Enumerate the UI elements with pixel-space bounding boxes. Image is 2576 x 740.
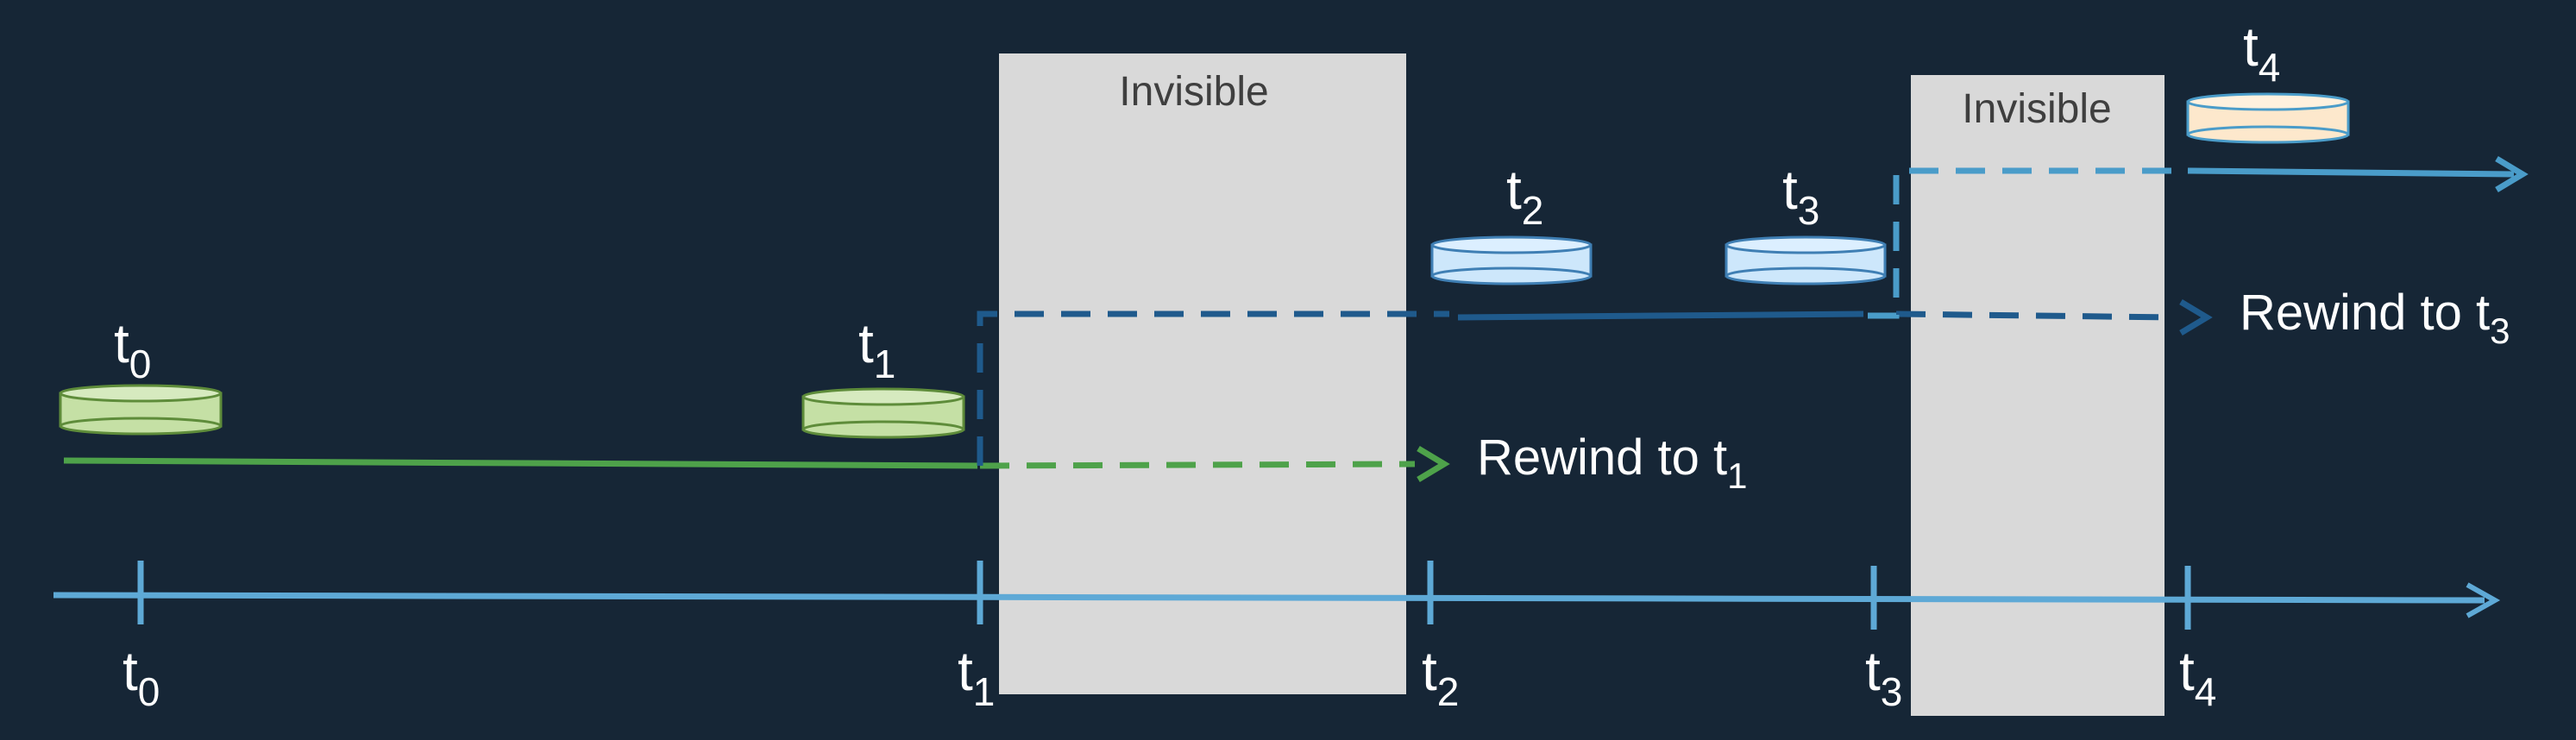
axis-label-t2: t2 xyxy=(1422,640,1459,714)
dark-blue-arrowhead xyxy=(2179,298,2213,336)
light-blue-arrowhead xyxy=(2495,155,2529,193)
snapshot-label-t4: t4 xyxy=(2243,16,2280,90)
green-trajectory-solid xyxy=(63,457,978,469)
snapshot-disk-t4 xyxy=(2186,92,2350,144)
snapshot-disk-t3 xyxy=(1725,235,1887,285)
snapshot-label-t0: t0 xyxy=(114,312,151,386)
axis-label-t3: t3 xyxy=(1865,640,1902,714)
snapshot-disk-t2 xyxy=(1430,235,1593,285)
snapshot-disk-t1 xyxy=(801,387,965,439)
invisible-box-2 xyxy=(1911,75,2164,716)
light-blue-trajectory-dashed xyxy=(1868,167,2188,319)
invisible-box-1 xyxy=(999,53,1406,694)
dark-blue-trajectory-dashed-1 xyxy=(977,310,1449,466)
time-axis xyxy=(53,592,2485,604)
invisible-box-1-label: Invisible xyxy=(1119,69,1268,115)
snapshot-label-t1: t1 xyxy=(858,312,895,386)
rewind-label-t1: Rewind to t1 xyxy=(1477,430,1748,496)
snapshot-label-t2: t2 xyxy=(1506,159,1543,233)
snapshot-label-t3: t3 xyxy=(1782,159,1819,233)
invisible-box-2-label: Invisible xyxy=(1962,86,2111,132)
axis-label-t1: t1 xyxy=(958,640,995,714)
green-trajectory-dashed xyxy=(979,461,1416,469)
time-axis-arrowhead xyxy=(2466,582,2501,618)
green-arrowhead xyxy=(1417,445,1450,483)
rewind-label-t3: Rewind to t3 xyxy=(2240,285,2510,351)
snapshot-disk-t0 xyxy=(59,384,223,436)
light-blue-trajectory-solid xyxy=(2187,167,2515,178)
axis-label-t4: t4 xyxy=(2179,640,2216,714)
dark-blue-trajectory-solid xyxy=(1457,310,1864,321)
axis-label-t0: t0 xyxy=(123,640,160,714)
